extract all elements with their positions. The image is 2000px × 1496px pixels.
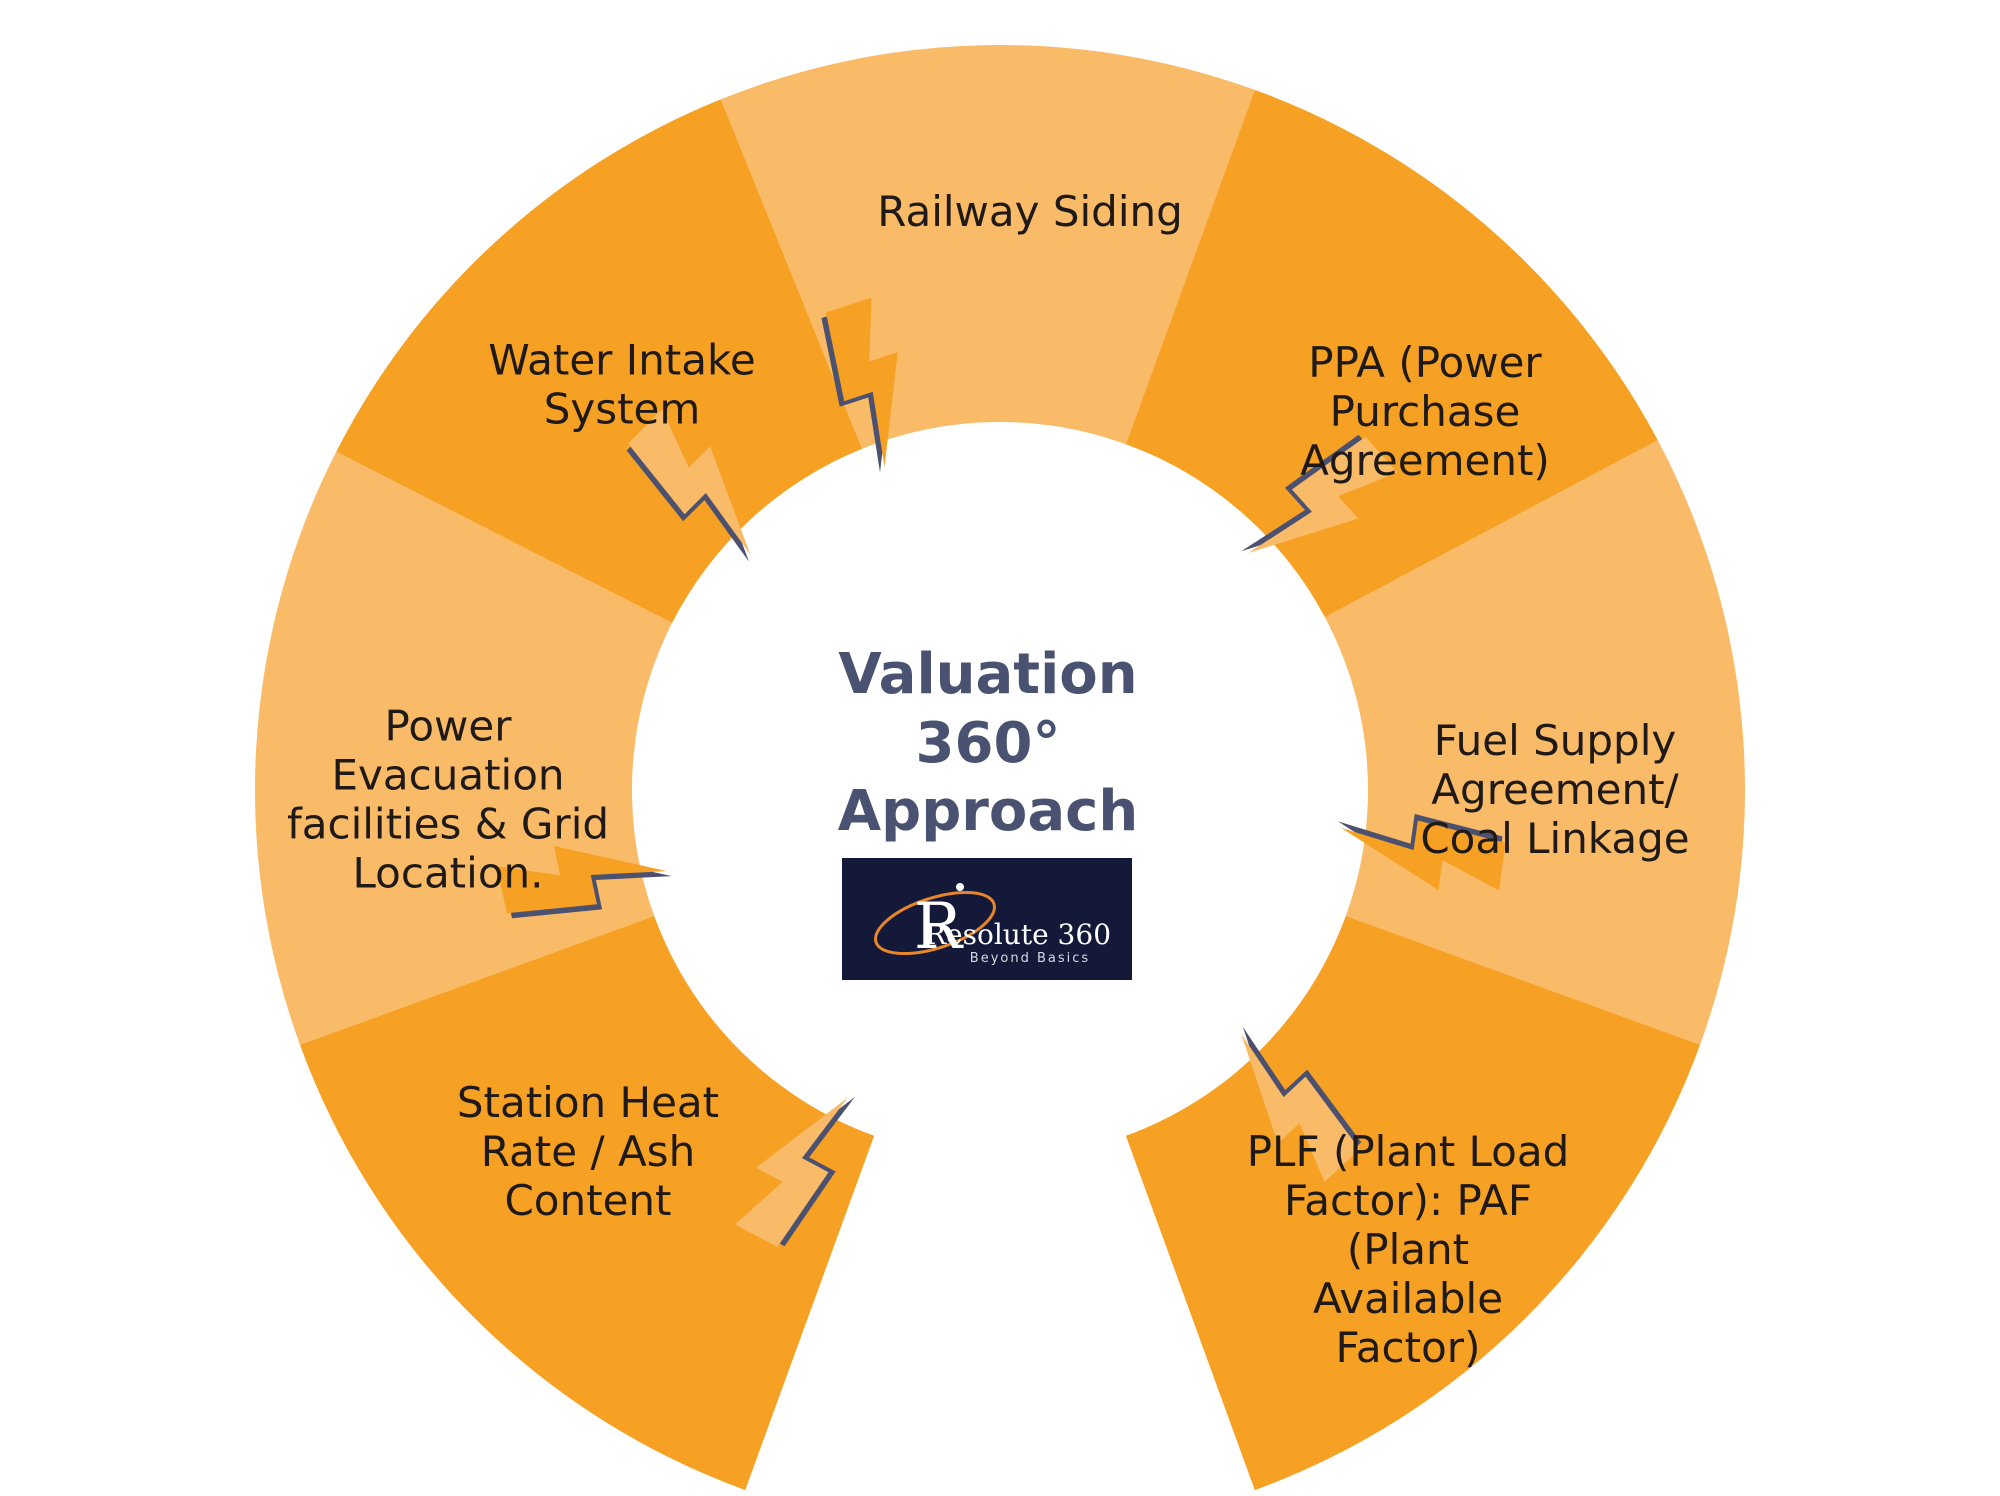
segment-label-line: Agreement/ — [1431, 765, 1679, 814]
lightning-bolt-icon — [1241, 1027, 1362, 1182]
lightning-bolt-icon — [626, 409, 751, 562]
segment-label-line: Fuel Supply — [1434, 716, 1676, 765]
segment-ppa — [1125, 89, 1658, 618]
segment-label-line: (Plant — [1347, 1225, 1469, 1274]
logo-brand: Resolute 360 — [925, 918, 1111, 951]
segment-label-line: Water Intake — [488, 336, 755, 385]
lightning-bolt-icon — [496, 845, 672, 919]
segment-label-line: Station Heat — [457, 1078, 719, 1127]
resolute-360-logo: R Resolute 360 Beyond Basics — [842, 858, 1132, 980]
segment-label-line: Coal Linkage — [1420, 814, 1689, 863]
segment-plf — [1125, 915, 1701, 1491]
segment-station-heat-rate — [299, 915, 875, 1491]
segment-label-line: Agreement) — [1300, 436, 1550, 485]
logo-orbit-icon — [874, 890, 996, 956]
lightning-bolt-icon — [821, 297, 898, 473]
segment-label-line: Location. — [353, 849, 544, 898]
segment-label-line: Purchase — [1330, 387, 1521, 436]
segment-label-railway-siding: Railway Siding — [877, 187, 1183, 236]
segment-label-line: System — [544, 385, 701, 434]
lightning-bolt-icon — [1337, 813, 1506, 891]
lightning-bolt-icon — [735, 1096, 855, 1247]
lightning-bolt-icon — [1241, 434, 1398, 554]
logo-dot-icon — [956, 883, 964, 891]
segment-label-line: Factor): PAF — [1284, 1176, 1532, 1225]
logo-tagline: Beyond Basics — [970, 951, 1090, 966]
center-title-line-1: Valuation — [838, 642, 1137, 707]
segment-label-line: PPA (Power — [1308, 338, 1542, 387]
segment-label-line: Rate / Ash — [481, 1127, 695, 1176]
center-title: Valuation 360° Approach — [838, 642, 1138, 844]
segment-label-line: Power — [385, 702, 513, 751]
segment-label-line: Available — [1313, 1274, 1503, 1323]
center-title-line-2: 360° — [916, 711, 1061, 776]
segment-label-line: Factor) — [1336, 1323, 1481, 1372]
segment-fuel-supply — [1324, 440, 1745, 1045]
segment-label-line: Content — [504, 1176, 671, 1225]
segment-label-line: facilities & Grid — [287, 800, 609, 849]
logo-r-glyph: R — [914, 890, 964, 964]
center-title-line-3: Approach — [838, 779, 1138, 844]
segment-water-intake — [336, 99, 863, 623]
segment-label-line: Evacuation — [331, 751, 564, 800]
segment-label-line: Railway Siding — [877, 187, 1183, 236]
segment-label-line: PLF (Plant Load — [1247, 1127, 1570, 1176]
